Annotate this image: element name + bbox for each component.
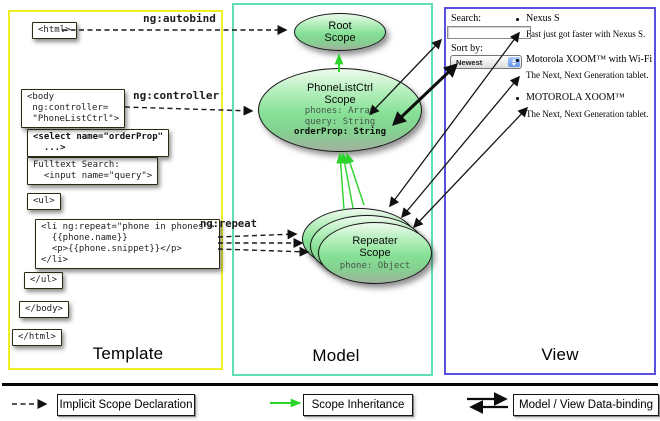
code-line: </li>	[41, 255, 69, 265]
scope-title: Repeater	[352, 234, 398, 247]
code-line: ...>	[33, 143, 66, 153]
code-line: ng:controller=	[27, 103, 109, 113]
phone-item-desc: The Next, Next Generation tablet.	[526, 70, 649, 80]
phone-item-title: Motorola XOOM™ with Wi-Fi	[526, 54, 653, 65]
code-box-li-repeat: <li ng:repeat="phone in phones"> {{phone…	[35, 219, 221, 269]
scope-prop-query: query: String	[304, 116, 376, 127]
code-box-html-close: </html>	[12, 329, 62, 346]
sort-dropdown-value: Newest	[456, 58, 483, 67]
sort-by-label: Sort by:	[451, 43, 483, 54]
scope-prop-phone: phone: Object	[339, 260, 411, 271]
bullet-icon	[516, 18, 519, 21]
code-line: <li ng:repeat="phone in phones">	[41, 222, 215, 232]
code-line: <p>{{phone.snippet}}</p>	[41, 244, 182, 254]
code-box-ul-close: </ul>	[24, 272, 64, 289]
root-scope-ellipse: Root Scope	[294, 13, 386, 51]
scope-title: Root	[328, 20, 352, 32]
view-column-title: View	[541, 345, 579, 364]
code-box-select: <select name="orderProp" ...>	[27, 129, 170, 157]
scope-prop-phones: phones: Array	[304, 106, 376, 117]
code-line: {{phone.name}}	[41, 233, 128, 243]
repeater-scope-ellipse: Repeater Scope phone: Object	[318, 222, 432, 284]
search-input[interactable]	[447, 26, 531, 39]
code-line: Fulltext Search:	[33, 160, 120, 170]
autobind-label: ng:autobind	[143, 12, 216, 25]
scope-title: PhoneListCtrl	[306, 82, 374, 95]
repeat-label: ng:repeat	[200, 218, 257, 230]
scope-prop-orderprop: orderProp: String	[293, 127, 387, 138]
down-arrow-icon	[512, 62, 516, 66]
phone-item-title: Nexus S	[526, 13, 560, 24]
scope-subtitle: Scope	[324, 32, 356, 44]
scope-subtitle: Scope	[324, 94, 356, 107]
legend-scope-inheritance: Scope Inheritance	[303, 394, 413, 416]
code-line: <body	[27, 92, 55, 102]
code-line: </html>	[18, 332, 56, 342]
phone-item-desc: The Next, Next Generation tablet.	[526, 109, 649, 119]
legend-label: Scope Inheritance	[311, 399, 405, 411]
code-box-html-open: <html>	[32, 22, 77, 39]
bullet-icon	[516, 59, 519, 62]
legend-implicit-scope-declaration: Implicit Scope Declaration	[57, 394, 195, 416]
code-box-ul-open: <ul>	[27, 193, 61, 210]
controller-label: ng:controller	[133, 89, 220, 102]
code-line: "PhoneListCtrl">	[27, 114, 120, 124]
code-line: <input name="query">	[33, 171, 153, 181]
code-line: <select name="orderProp"	[33, 132, 164, 142]
template-panel	[8, 10, 223, 370]
code-line: <html>	[38, 25, 71, 35]
model-panel	[232, 3, 433, 376]
legend-model-view-databinding: Model / View Data-binding	[513, 394, 659, 416]
legend-label: Model / View Data-binding	[518, 399, 654, 411]
code-line: </ul>	[30, 275, 58, 285]
sort-dropdown[interactable]: Newest	[450, 55, 522, 69]
code-line: </body>	[25, 304, 63, 314]
code-box-fulltext-search: Fulltext Search: <input name="query">	[27, 157, 159, 185]
model-column-title: Model	[312, 346, 360, 365]
bullet-icon	[516, 97, 519, 100]
phone-item-desc: Fast just got faster with Nexus S.	[526, 29, 646, 39]
template-column-title: Template	[92, 344, 164, 363]
phonelistctrl-scope-ellipse: PhoneListCtrl Scope phones: Array query:…	[258, 68, 422, 152]
legend-divider	[2, 383, 658, 386]
phone-item-title: MOTOROLA XOOM™	[526, 92, 625, 103]
code-box-body-open: <body ng:controller= "PhoneListCtrl">	[21, 89, 126, 128]
code-line: <ul>	[33, 196, 55, 206]
scope-subtitle: Scope	[359, 246, 391, 259]
code-box-body-close: </body>	[19, 301, 69, 318]
legend-label: Implicit Scope Declaration	[59, 399, 193, 411]
search-label: Search:	[451, 13, 481, 24]
